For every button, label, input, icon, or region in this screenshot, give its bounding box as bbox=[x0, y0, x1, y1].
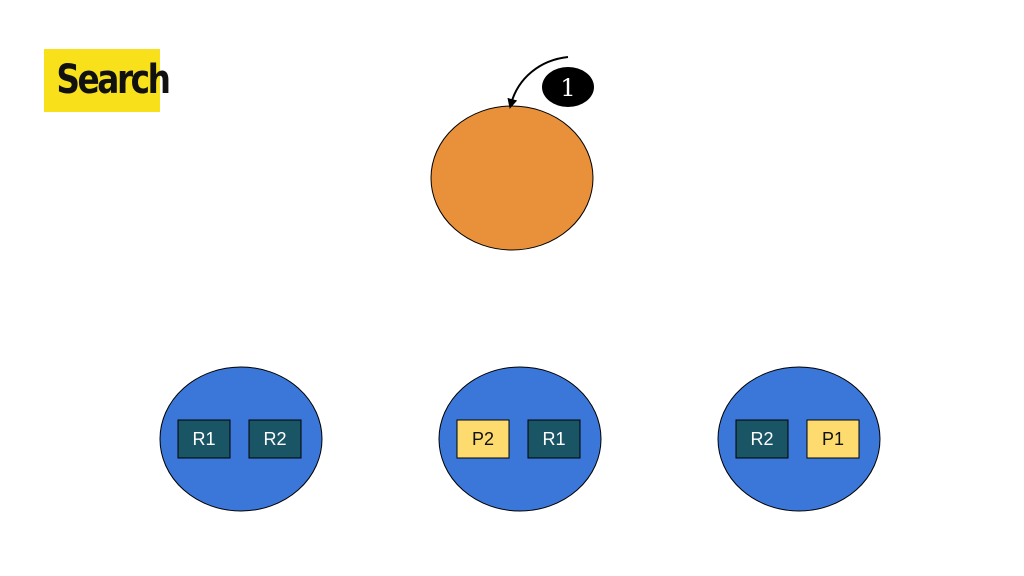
shard-label: R2 bbox=[750, 429, 773, 449]
step-badge bbox=[542, 67, 594, 107]
shard-label: P2 bbox=[472, 429, 494, 449]
data-node-1: R1 R2 bbox=[159, 366, 323, 512]
step-badge-label: 1 bbox=[560, 74, 575, 102]
shard-label: R1 bbox=[192, 429, 215, 449]
data-node-2-circle bbox=[438, 366, 602, 512]
shard-box bbox=[527, 419, 581, 459]
shard-box bbox=[806, 419, 860, 459]
shard-label: R2 bbox=[263, 429, 286, 449]
shard-label: P1 bbox=[822, 429, 844, 449]
data-node-3: R2 P1 bbox=[717, 366, 881, 512]
page-title-text: Search bbox=[56, 57, 171, 103]
shard-box bbox=[735, 419, 789, 459]
shard-box bbox=[456, 419, 510, 459]
shard-label: R1 bbox=[542, 429, 565, 449]
shard-box bbox=[177, 419, 231, 459]
request-arrow bbox=[507, 56, 569, 109]
coordinator-node bbox=[430, 105, 594, 251]
data-node-1-circle bbox=[159, 366, 323, 512]
page-title: Search bbox=[44, 49, 171, 112]
data-node-2: P2 R1 bbox=[438, 366, 602, 512]
shard-box bbox=[248, 419, 302, 459]
data-node-3-circle bbox=[717, 366, 881, 512]
